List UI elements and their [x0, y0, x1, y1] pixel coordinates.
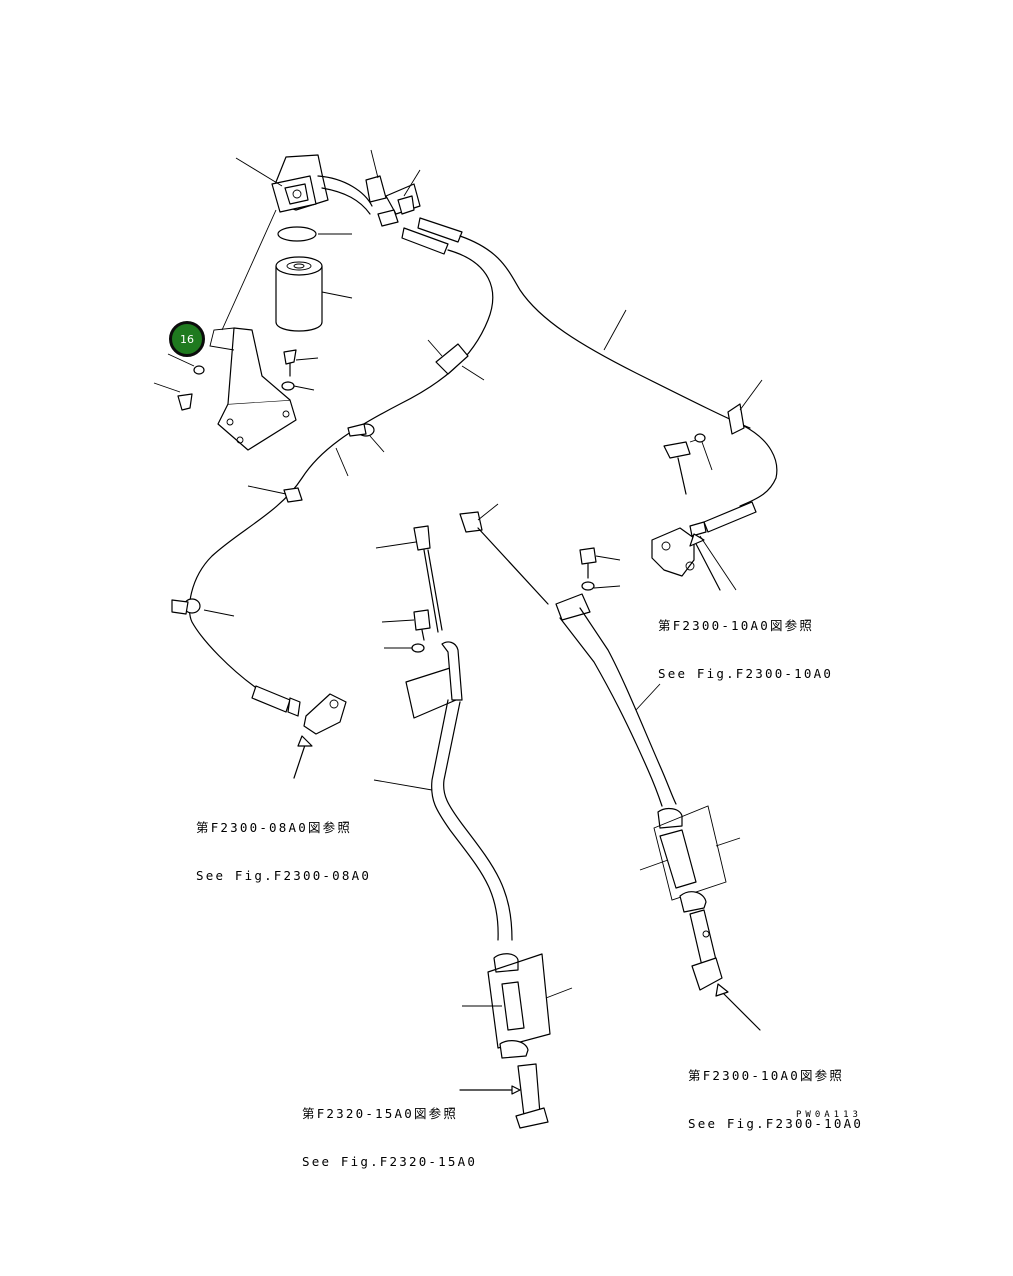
reference-label-1-jp: 第F2300-10A0図参照 [658, 618, 815, 633]
leader-ref-1 [699, 535, 737, 591]
callout-badge[interactable]: 16 [169, 321, 205, 357]
reference-label-1: 第F2300-10A0図参照 See Fig.F2300-10A0 [658, 586, 833, 698]
gasket [277, 226, 317, 242]
hose-clamp-4 [171, 598, 235, 617]
valve-right [651, 379, 778, 591]
leader-filter-head [235, 157, 283, 187]
leader-filter [321, 291, 353, 299]
dipstick-left [375, 525, 443, 633]
reference-label-2-en: See Fig.F2300-08A0 [196, 868, 372, 883]
hose-clamp-1 [427, 339, 485, 381]
hose-left-long [188, 249, 494, 693]
reference-label-2-jp: 第F2300-08A0図参照 [196, 820, 353, 835]
bolt-set-right [579, 433, 713, 591]
guide-tube-right [555, 593, 677, 807]
leader-hose-right [603, 309, 627, 351]
connector-lower-left [459, 953, 573, 1129]
dipstick-right [459, 503, 549, 605]
bolt-set-left [153, 349, 319, 411]
hose-fittings-top [365, 149, 463, 255]
connector-lower-right [639, 805, 761, 1031]
reference-label-4-jp: 第F2320-15A0図参照 [302, 1106, 459, 1121]
reference-label-3: 第F2300-10A0図参照 See Fig.F2300-10A0 [688, 1036, 863, 1148]
guide-tube-left [373, 609, 513, 941]
reference-label-2: 第F2300-08A0図参照 See Fig.F2300-08A0 [196, 788, 371, 900]
leader-hose-left [335, 447, 349, 477]
reference-label-4: 第F2320-15A0図参照 See Fig.F2320-15A0 [302, 1074, 477, 1186]
hose-clamp-2 [347, 423, 385, 453]
reference-label-3-en: See Fig.F2300-10A0 [688, 1116, 864, 1131]
reference-label-1-en: See Fig.F2300-10A0 [658, 666, 834, 681]
reference-label-4-en: See Fig.F2320-15A0 [302, 1154, 478, 1169]
mounting-bracket [209, 327, 297, 451]
filter-cartridge [275, 256, 323, 332]
filter-head [271, 154, 373, 215]
hose-clamp-3 [247, 485, 303, 503]
reference-label-3-jp: 第F2300-10A0図参照 [688, 1068, 845, 1083]
sensor-fitting-left [251, 685, 347, 779]
hose-to-right [459, 235, 751, 429]
drawing-code: PW0A113 [796, 1110, 862, 1120]
leader-bracket-to-head [221, 209, 277, 331]
